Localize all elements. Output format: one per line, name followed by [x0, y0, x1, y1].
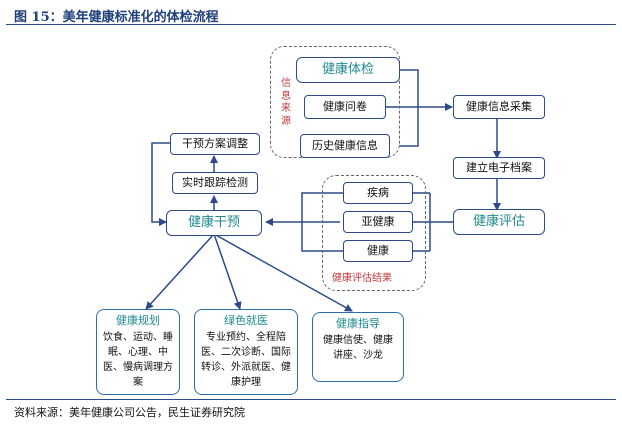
card-health-guidance-body: 健康信使、健康讲座、沙龙 — [323, 335, 393, 361]
adjust-back-to-intervention-arrow — [151, 142, 170, 226]
node-disease: 疾病 — [343, 182, 413, 204]
intervention-to-planning-arrow — [145, 233, 215, 310]
node-realtime-tracking: 实时跟踪检测 — [172, 172, 258, 194]
node-sub-health: 亚健康 — [343, 211, 413, 233]
intervention-to-green-arrow — [213, 233, 242, 310]
node-e-archive: 建立电子档案 — [453, 157, 545, 179]
node-health-checkup: 健康体检 — [296, 57, 400, 83]
node-info-collection: 健康信息采集 — [453, 95, 545, 119]
node-healthy: 健康 — [343, 240, 413, 262]
card-green-channel-title: 绿色就医 — [224, 314, 268, 327]
figure-title: 图 15：美年健康标准化的体检流程 — [14, 10, 219, 25]
node-health-questionnaire: 健康问卷 — [304, 95, 386, 119]
info-source-label: 信息来源 — [281, 78, 291, 127]
info-bracket-connector — [399, 69, 419, 147]
node-intervention: 健康干预 — [166, 210, 262, 236]
node-health-eval: 健康评估 — [453, 209, 545, 235]
card-green-channel: 绿色就医 专业预约、全程陪医、二次诊断、国际转诊、外派就医、健康护理 — [194, 309, 298, 395]
source-note: 资料来源：美年健康公司公告，民生证券研究院 — [14, 406, 245, 419]
footer-rule — [6, 399, 616, 400]
node-plan-adjust: 干预方案调整 — [170, 133, 260, 155]
title-rule — [6, 24, 616, 25]
card-health-guidance: 健康指导 健康信使、健康讲座、沙龙 — [312, 312, 404, 382]
node-history-records: 历史健康信息 — [300, 134, 390, 158]
card-green-channel-body: 专业预约、全程陪医、二次诊断、国际转诊、外派就医、健康护理 — [201, 332, 291, 388]
card-health-planning-title: 健康规划 — [116, 314, 160, 327]
card-health-guidance-title: 健康指导 — [336, 317, 380, 330]
card-health-planning-body: 饮食、运动、睡眠、心理、中医、慢病调理方案 — [103, 332, 173, 388]
eval-result-group — [322, 175, 426, 291]
intervention-to-guidance-arrow — [213, 233, 353, 312]
card-health-planning: 健康规划 饮食、运动、睡眠、心理、中医、慢病调理方案 — [96, 309, 180, 395]
eval-result-label: 健康评估结果 — [332, 273, 392, 284]
